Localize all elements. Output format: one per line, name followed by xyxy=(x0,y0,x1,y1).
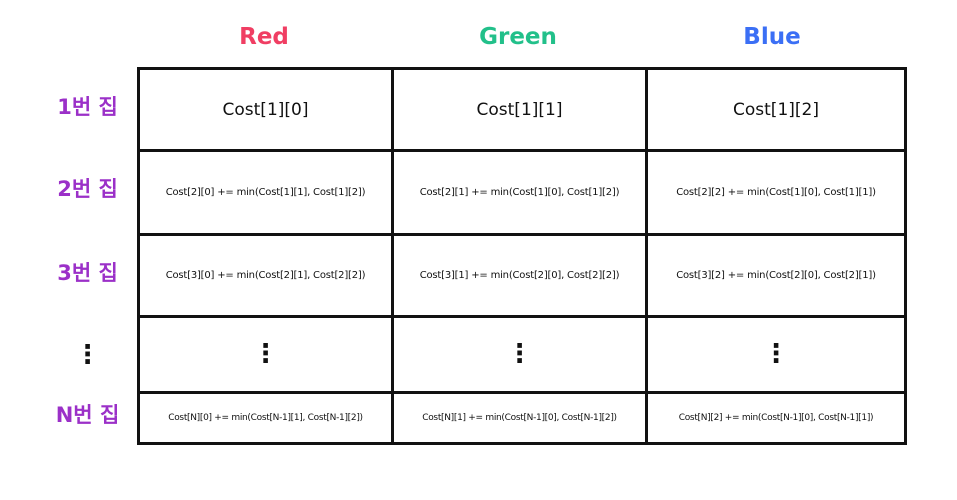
cell-r1-blue: Cost[1][2] xyxy=(648,70,904,152)
row-label-house-1: 1번 집 xyxy=(57,95,118,119)
cell-ellipsis-red: ⋮ xyxy=(140,318,394,394)
cell-r2-red: Cost[2][0] += min(Cost[1][1], Cost[1][2]… xyxy=(140,152,394,236)
cell-r1-green: Cost[1][1] xyxy=(394,70,648,152)
column-header-red: Red xyxy=(239,24,289,50)
row-label-house-2: 2번 집 xyxy=(57,177,118,201)
row-label-ellipsis: ⋮ xyxy=(74,339,101,370)
cell-rn-red: Cost[N][0] += min(Cost[N-1][1], Cost[N-1… xyxy=(140,394,394,442)
row-label-house-n: N번 집 xyxy=(55,403,120,427)
cell-rn-green: Cost[N][1] += min(Cost[N-1][0], Cost[N-1… xyxy=(394,394,648,442)
column-header-green: Green xyxy=(479,24,557,50)
cell-ellipsis-blue: ⋮ xyxy=(648,318,904,394)
cell-r2-green: Cost[2][1] += min(Cost[1][0], Cost[1][2]… xyxy=(394,152,648,236)
cell-rn-blue: Cost[N][2] += min(Cost[N-1][0], Cost[N-1… xyxy=(678,413,874,423)
row-label-house-3: 3번 집 xyxy=(57,261,118,285)
cell-r3-red: Cost[3][0] += min(Cost[2][1], Cost[2][2]… xyxy=(140,236,394,318)
cell-r2-blue: Cost[2][2] += min(Cost[1][0], Cost[1][1]… xyxy=(648,152,904,236)
column-header-blue: Blue xyxy=(743,24,801,50)
cell-r3-green: Cost[3][1] += min(Cost[2][0], Cost[2][2]… xyxy=(394,236,648,318)
cell-ellipsis-green: ⋮ xyxy=(394,318,648,394)
dp-table: Cost[1][0] Cost[1][1] Cost[1][2] Cost[2]… xyxy=(137,67,907,445)
cell-r1-red: Cost[1][0] xyxy=(140,70,394,152)
cell-r3-blue: Cost[3][2] += min(Cost[2][0], Cost[2][1]… xyxy=(648,236,904,318)
